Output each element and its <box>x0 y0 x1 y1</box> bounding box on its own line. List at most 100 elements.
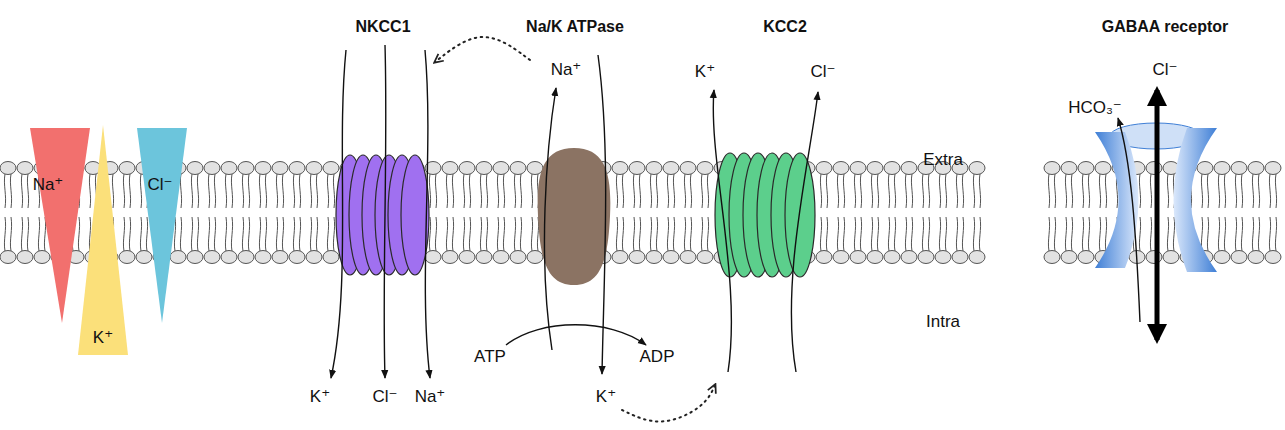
ion-flux-arrow <box>791 92 818 372</box>
lipid-head <box>17 162 33 175</box>
lipid-tail <box>684 174 691 251</box>
lipid-tail <box>123 174 130 251</box>
cotransporter: NKCC1 <box>330 15 435 385</box>
potassium-gradient: K⁺ <box>78 125 128 355</box>
lipid-head <box>867 251 883 264</box>
chloride-gradient: Cl⁻ <box>137 128 187 323</box>
lipid-head <box>272 251 288 264</box>
node-outline <box>330 15 435 385</box>
lipid-tail <box>1082 174 1089 251</box>
ion-label: Cl⁻ <box>1152 61 1177 80</box>
lipid-tail <box>616 174 623 251</box>
lipid-head <box>901 162 917 175</box>
bilayer-segment <box>1044 162 1281 264</box>
lipid-head <box>323 251 339 264</box>
gradient-wedge <box>137 128 187 323</box>
lipid-head <box>1214 251 1230 264</box>
lipid-head <box>459 251 475 264</box>
lipid-head <box>136 251 152 264</box>
lipid-head <box>952 251 968 264</box>
lipid-tail <box>1269 174 1276 251</box>
lipid-tail <box>310 174 317 251</box>
lipid-tail <box>259 174 266 251</box>
ion-symbol: Cl⁻ <box>147 176 172 195</box>
lipid-head <box>255 251 271 264</box>
lipid-tail <box>905 174 912 251</box>
lipid-head <box>0 251 16 264</box>
lipid-tail <box>463 174 470 251</box>
lipid-tail <box>1065 174 1072 251</box>
lipid-head <box>459 162 475 175</box>
lipid-head <box>1163 251 1179 264</box>
ion-flux-arrow <box>425 50 430 378</box>
lipid-head <box>816 162 832 175</box>
reaction-arrow <box>506 325 646 345</box>
lipid-head <box>1078 162 1094 175</box>
lipid-head <box>1231 162 1247 175</box>
lipid-tail <box>1201 174 1208 251</box>
protein-name: Na/K ATPase <box>526 18 624 36</box>
ion-label: Na⁺ <box>551 61 582 80</box>
lipid-tail <box>191 174 198 251</box>
channel-subunit <box>1095 132 1139 268</box>
lipid-head <box>969 162 985 175</box>
protein-name: KCC2 <box>763 18 807 36</box>
lipid-head <box>833 251 849 264</box>
lipid-head <box>1044 162 1060 175</box>
transporter-helix <box>785 153 815 277</box>
lipid-head <box>646 162 662 175</box>
node-outline <box>137 128 187 323</box>
lipid-head <box>238 251 254 264</box>
lipid-head <box>1078 251 1094 264</box>
lipid-head <box>833 162 849 175</box>
node-outline <box>30 128 90 323</box>
lipid-head <box>935 251 951 264</box>
lipid-tail <box>480 174 487 251</box>
lipid-head <box>510 251 526 264</box>
lipid-tail <box>1235 174 1242 251</box>
ion-label: Cl⁻ <box>372 388 397 407</box>
lipid-tail <box>446 174 453 251</box>
protein-name: GABAA receptor <box>1102 18 1229 36</box>
lipid-head <box>1095 162 1111 175</box>
lipid-tail <box>293 174 300 251</box>
lipid-tail <box>497 174 504 251</box>
ion-label: K⁺ <box>596 388 616 407</box>
lipid-tail <box>633 174 640 251</box>
lipid-tail <box>854 174 861 251</box>
lipid-tail <box>871 174 878 251</box>
lipid-head <box>34 251 50 264</box>
bilayer-segment <box>0 162 985 264</box>
lipid-tail <box>820 174 827 251</box>
lipid-head <box>17 251 33 264</box>
lipid-tail <box>888 174 895 251</box>
lipid-head <box>918 251 934 264</box>
dotted-connector <box>622 385 715 422</box>
lipid-head <box>323 162 339 175</box>
lipid-head <box>1265 162 1281 175</box>
lipid-head <box>884 251 900 264</box>
lipid-head <box>816 251 832 264</box>
lipid-head <box>119 251 135 264</box>
lipid-tail <box>1252 174 1259 251</box>
lipid-tail <box>514 174 521 251</box>
lipid-tail <box>956 174 963 251</box>
lipid-head <box>306 251 322 264</box>
lipid-head <box>255 162 271 175</box>
lipid-tail <box>667 174 674 251</box>
ion-flux-arrow <box>331 50 346 378</box>
lipid-head <box>476 251 492 264</box>
ion-label: Na⁺ <box>415 388 446 407</box>
lipid-tail <box>1167 174 1174 251</box>
ion-label: Cl⁻ <box>810 63 835 82</box>
lipid-head <box>1214 162 1230 175</box>
lipid-head <box>1248 162 1264 175</box>
lipid-tail <box>1048 174 1055 251</box>
lipid-head <box>221 162 237 175</box>
lipid-head <box>289 251 305 264</box>
lipid-head <box>527 251 543 264</box>
lipid-tail <box>276 174 283 251</box>
lipid-head <box>629 162 645 175</box>
lipid-head <box>1061 162 1077 175</box>
